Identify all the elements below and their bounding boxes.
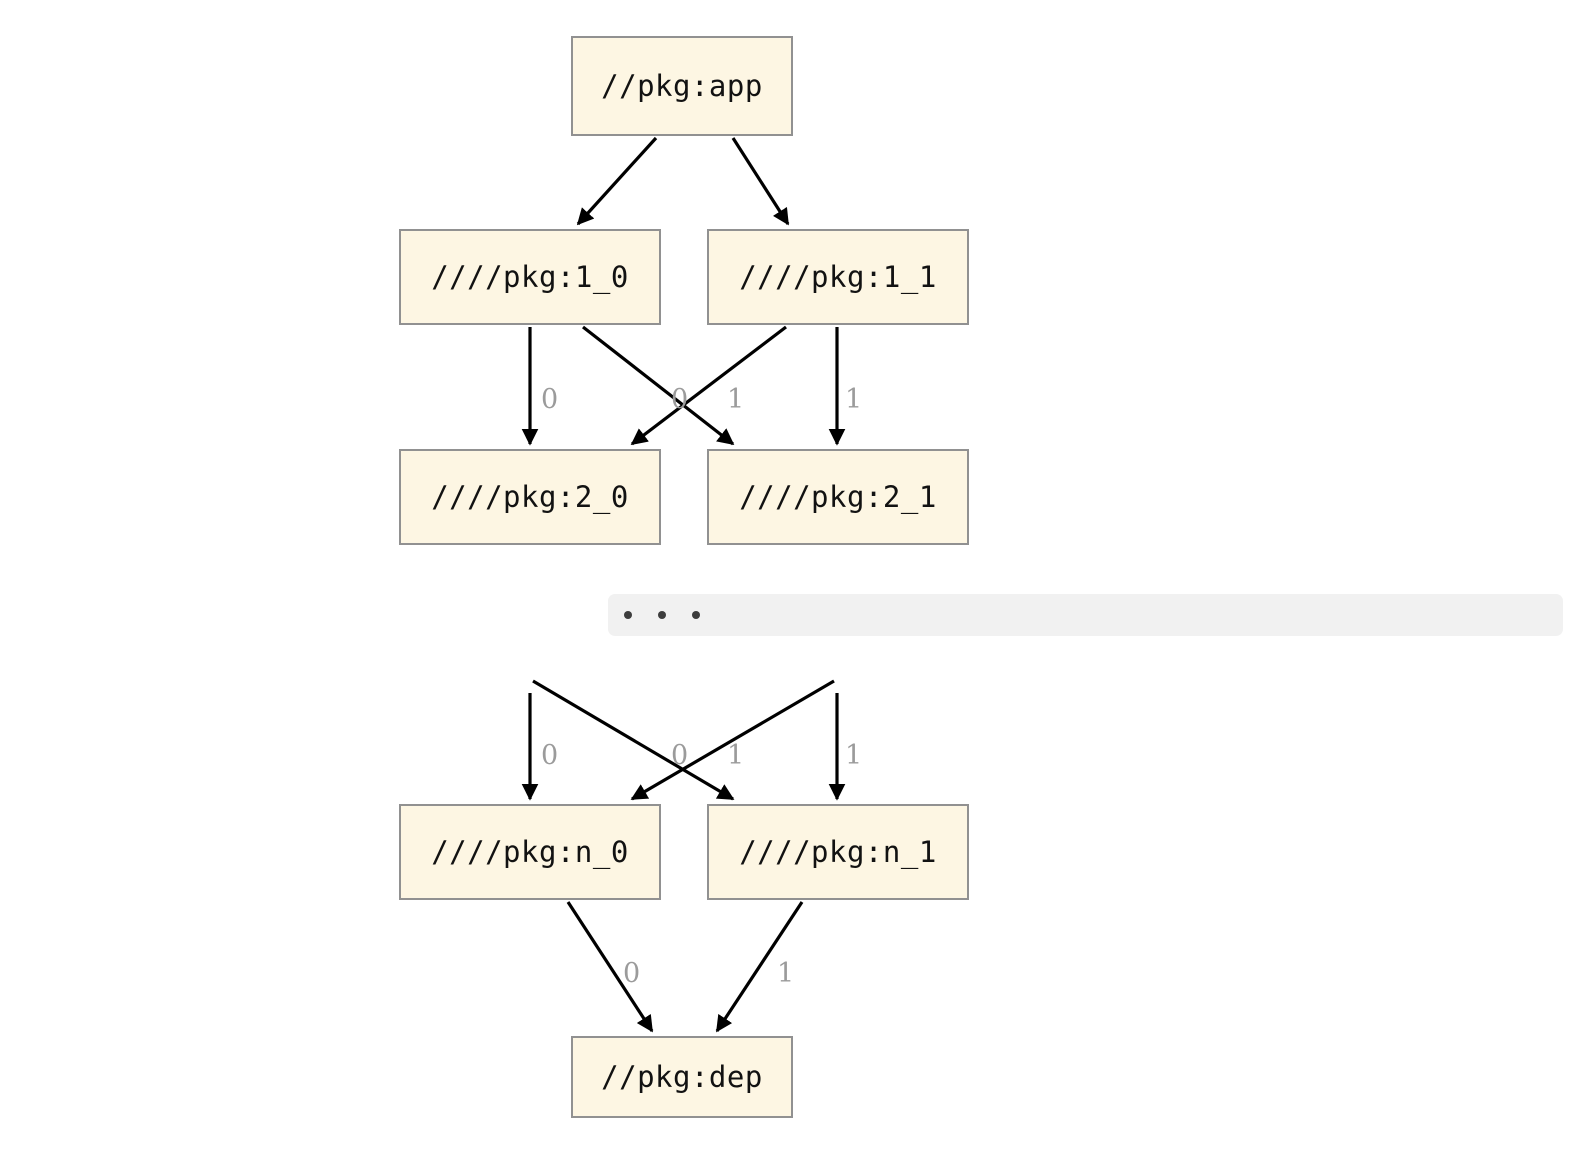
node-label: ////pkg:1_0 [431, 260, 629, 294]
collapsed-levels-indicator [608, 594, 1563, 636]
node-dep[interactable]: //pkg:dep [571, 1036, 793, 1118]
node-l1_0[interactable]: ////pkg:1_0 [399, 229, 661, 325]
ellipsis-dot [624, 611, 632, 619]
node-app[interactable]: //pkg:app [571, 36, 793, 136]
edge-1_0-to-2_1 [582, 325, 735, 446]
node-l1_1[interactable]: ////pkg:1_1 [707, 229, 969, 325]
node-l2_0[interactable]: ////pkg:2_0 [399, 449, 661, 545]
edge-prev2-to-n_0 [630, 679, 835, 801]
edge-label-n_0-to-dep: 0 [623, 958, 641, 989]
edge-n_1-to-dep [715, 901, 804, 1033]
edge-label-prev-to-n_1: 0 [671, 740, 689, 771]
edge-label-prev-to-n_0: 0 [541, 740, 559, 771]
node-ln_0[interactable]: ////pkg:n_0 [399, 804, 661, 900]
node-label: //pkg:dep [601, 1060, 763, 1094]
edge-label-1_1-to-2_0: 1 [727, 384, 745, 415]
ellipsis-dots [624, 611, 700, 619]
edge-label-prev2-to-n_1: 1 [845, 740, 863, 771]
edge-label-n_1-to-dep: 1 [777, 958, 795, 989]
edge-label-prev2-to-n_0: 1 [727, 740, 745, 771]
edge-prev-to-n_1 [532, 679, 735, 801]
node-label: ////pkg:1_1 [739, 260, 937, 294]
node-label: ////pkg:n_0 [431, 835, 629, 869]
edges-group [521, 136, 846, 1033]
edge-label-1_0-to-2_1: 0 [671, 384, 689, 415]
ellipsis-dot [692, 611, 700, 619]
node-label: ////pkg:2_0 [431, 480, 629, 514]
node-l2_1[interactable]: ////pkg:2_1 [707, 449, 969, 545]
node-label: ////pkg:n_1 [739, 835, 937, 869]
edge-app-to-1_0 [576, 136, 658, 226]
edge-1_1-to-2_0 [630, 325, 787, 446]
node-label: ////pkg:2_1 [739, 480, 937, 514]
edge-app-to-1_1 [731, 137, 790, 226]
edge-n_0-to-dep [566, 901, 654, 1033]
edge-label-1_0-to-2_0: 0 [541, 384, 559, 415]
ellipsis-dot [658, 611, 666, 619]
node-ln_1[interactable]: ////pkg:n_1 [707, 804, 969, 900]
node-label: //pkg:app [601, 69, 763, 103]
edge-label-1_1-to-2_1: 1 [845, 384, 863, 415]
